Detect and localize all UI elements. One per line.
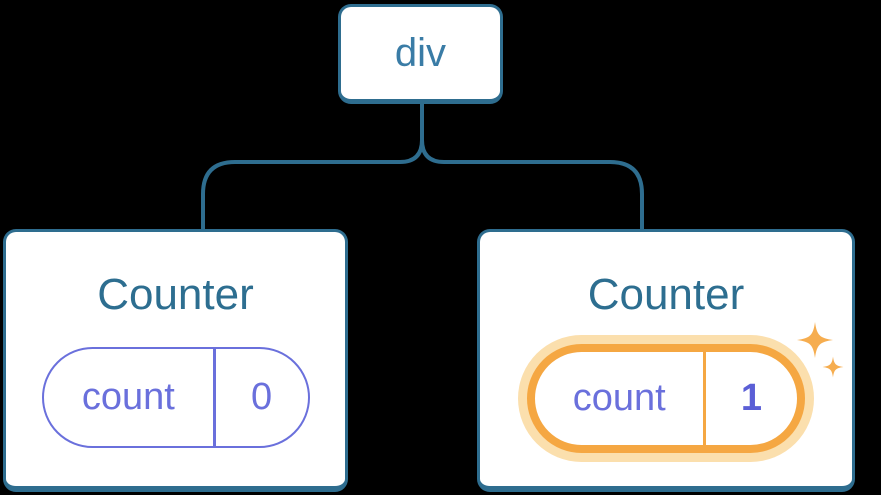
- root-node-label: div: [394, 30, 447, 75]
- state-value: 0: [251, 376, 273, 418]
- tree-edge-left: [201, 102, 424, 231]
- counter-card-right: Counter count 1: [477, 229, 855, 492]
- state-key: count: [81, 376, 175, 418]
- state-pill: count 0: [41, 347, 310, 448]
- counter-card-left: Counter count 0: [3, 229, 348, 492]
- state-divider: [213, 349, 216, 446]
- state-pill-highlighted: count 1: [527, 344, 805, 453]
- state-divider: [703, 352, 706, 445]
- tree-edge-right: [420, 102, 644, 231]
- tree-root-node: div: [338, 4, 503, 104]
- state-key: count: [572, 377, 666, 419]
- card-title: Counter: [97, 270, 254, 319]
- card-title: Counter: [587, 270, 745, 319]
- state-value: 1: [740, 377, 763, 419]
